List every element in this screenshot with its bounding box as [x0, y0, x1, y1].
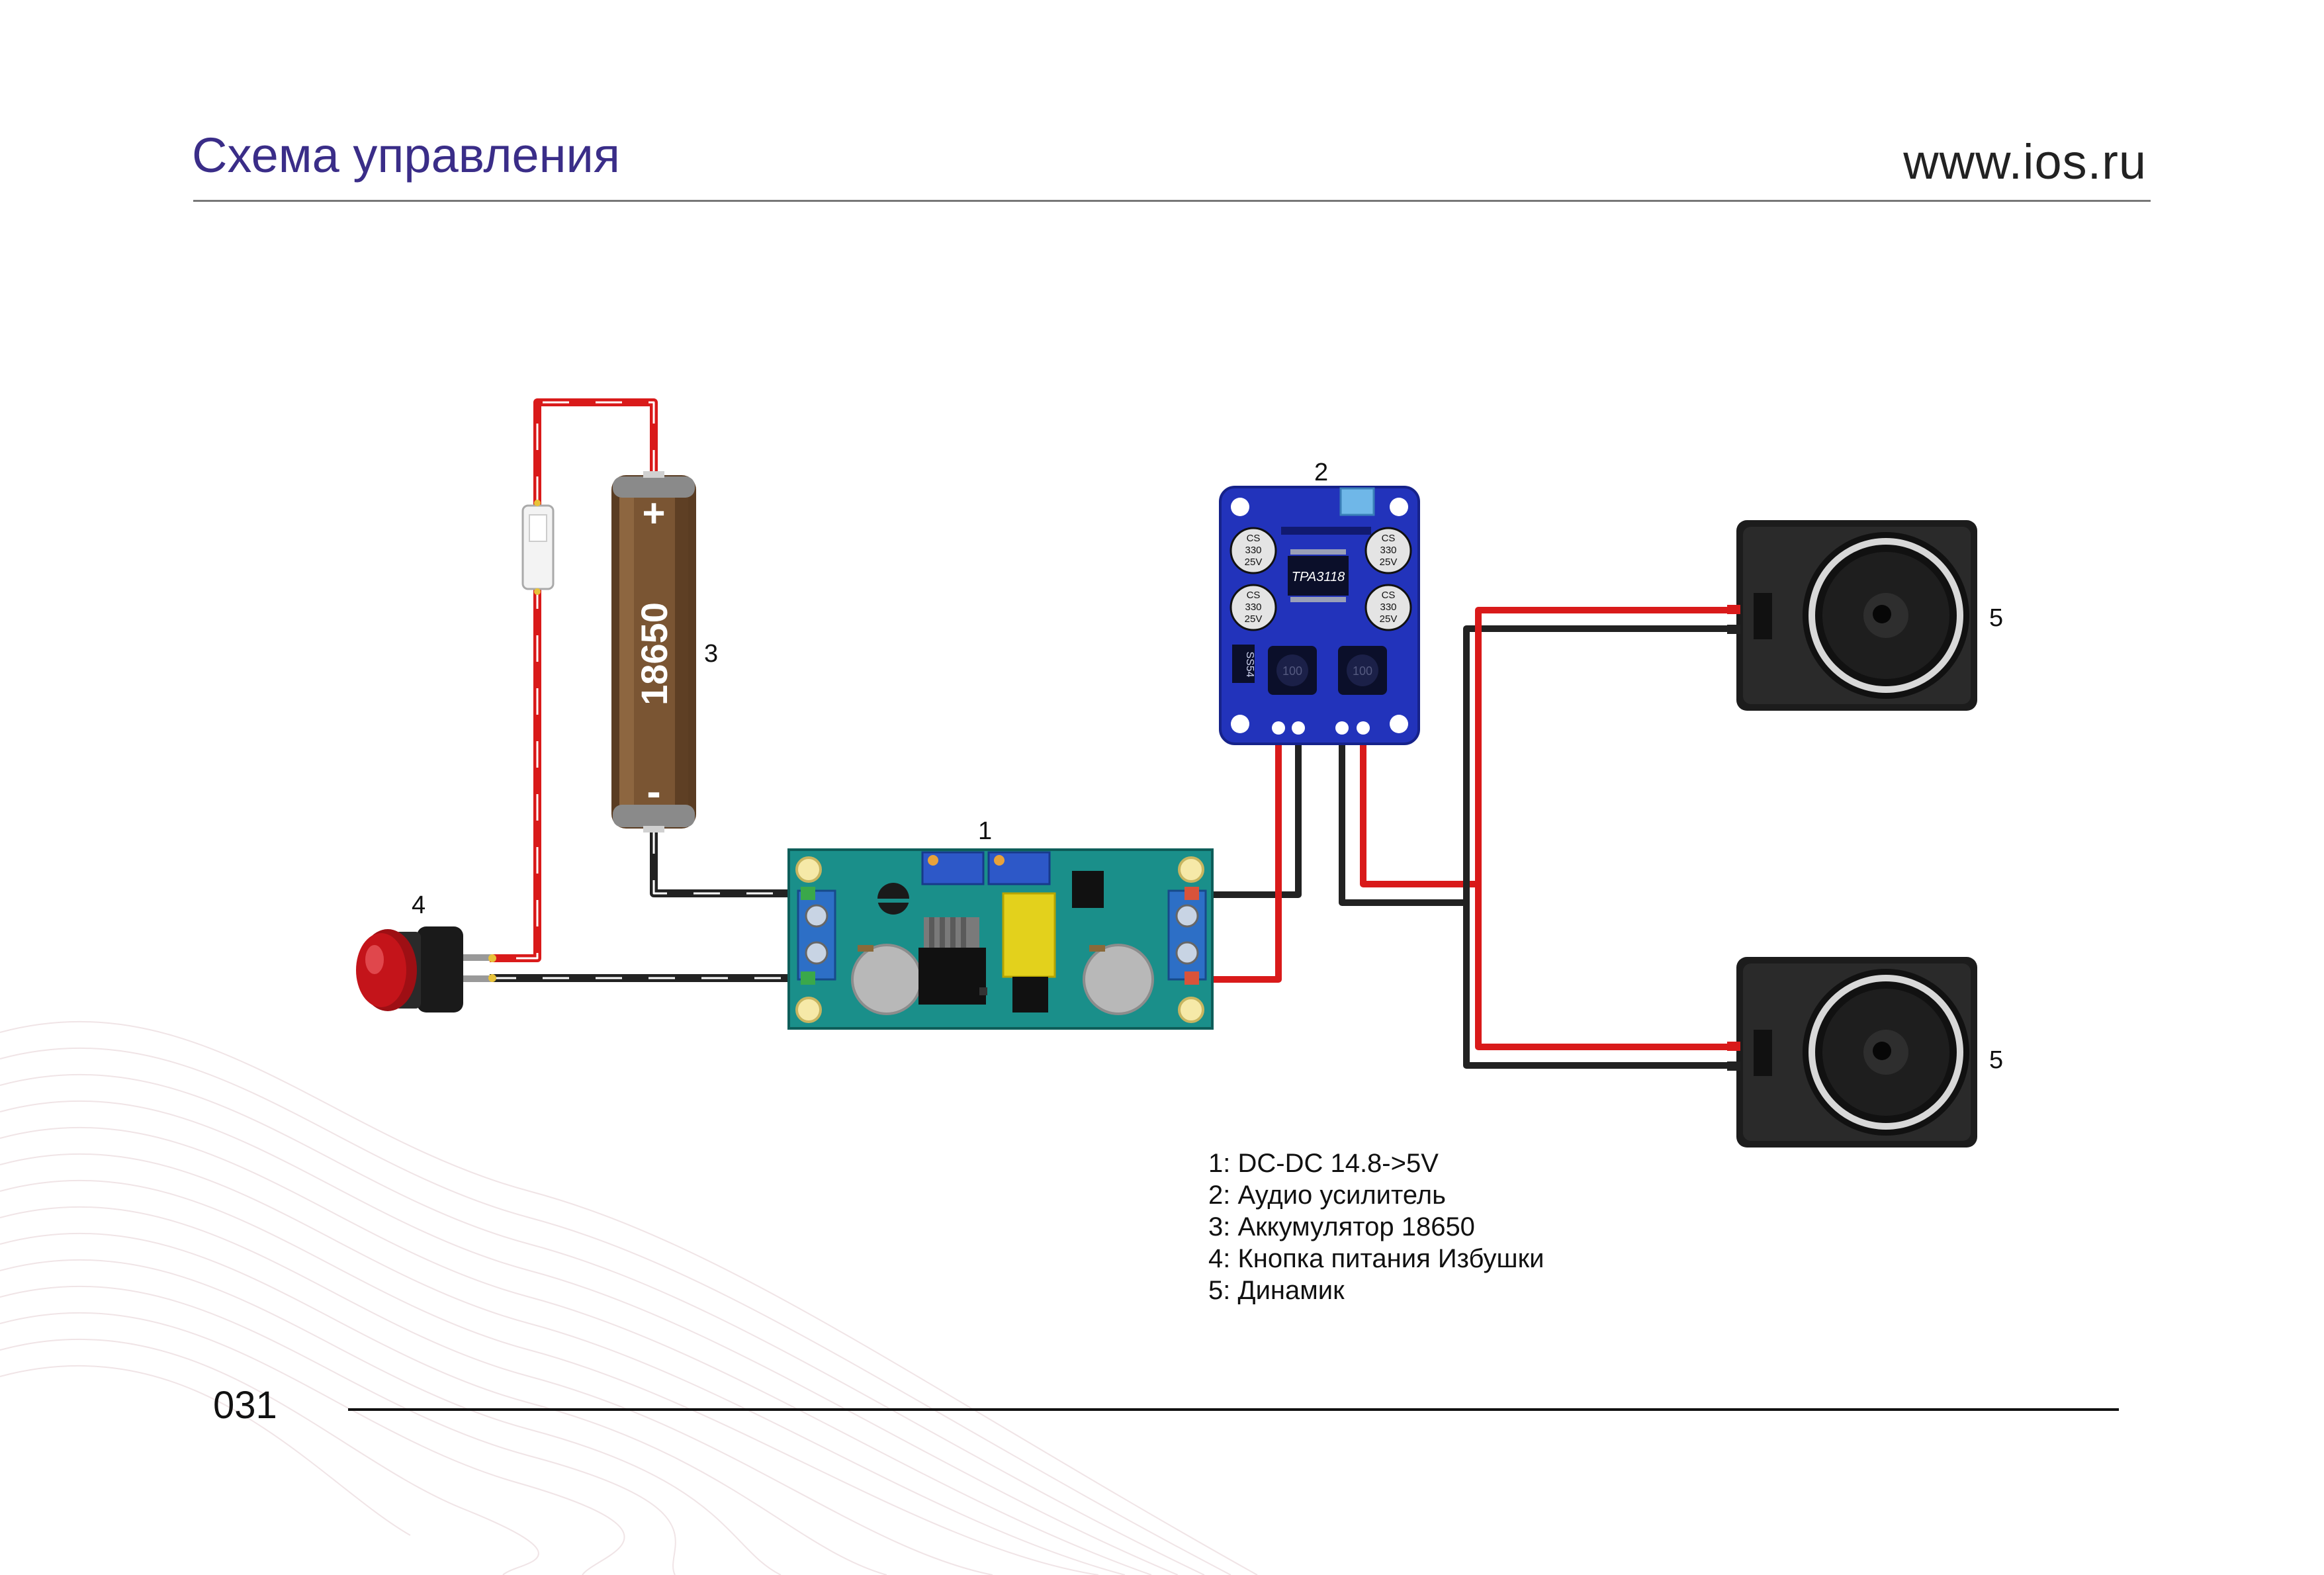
- wire-bus-positive: [1475, 607, 1734, 884]
- wire-battery-minus-to-dcdc: [650, 827, 806, 897]
- amplifier-number: 2: [1314, 459, 1328, 486]
- battery-18650[interactable]: + - 18650: [611, 471, 696, 832]
- wire-amp-out-plus: [1360, 733, 1478, 887]
- legend-item-3: 3: Аккумулятор 18650: [1208, 1212, 1475, 1241]
- button-number: 4: [412, 891, 425, 919]
- amp-capacitor-2: CS 330 25V: [1364, 527, 1412, 574]
- cap4-label-c: 25V: [1380, 613, 1398, 625]
- cap3-label-a: CS: [1247, 590, 1261, 601]
- amp-chip-label: TPA3118: [1292, 570, 1345, 584]
- cap2-label-a: CS: [1382, 533, 1396, 544]
- dcdc-converter[interactable]: [787, 848, 1214, 1030]
- wire-battery-minus-to-dcdc-stripe: [652, 827, 806, 895]
- speaker-bottom[interactable]: [1727, 957, 1977, 1148]
- speaker-top[interactable]: [1727, 520, 1977, 711]
- cap4-label-b: 330: [1380, 602, 1396, 613]
- amp-capacitor-1: CS 330 25V: [1229, 527, 1277, 574]
- legend: 1: DC-DC 14.8->5V 2: Аудио усилитель 3: …: [1208, 1148, 1544, 1306]
- website-url[interactable]: www.ios.ru: [1903, 134, 2147, 189]
- cap3-label-c: 25V: [1245, 613, 1263, 625]
- page-title: Схема управления: [192, 128, 620, 183]
- audio-amplifier[interactable]: CS 330 25V CS 330 25V CS 330 25V CS 330 …: [1219, 486, 1420, 745]
- wire-bus-negative: [1463, 625, 1734, 903]
- battery-number: 3: [704, 640, 718, 668]
- header-divider: [193, 200, 2151, 202]
- wire-dcdc-out-plus-to-amp: [1191, 733, 1282, 983]
- amp-capacitor-3: CS 330 25V: [1229, 584, 1277, 631]
- battery-label: 18650: [633, 602, 675, 705]
- wires: [490, 398, 1734, 1069]
- amp-diode-label: SS54: [1244, 651, 1255, 677]
- inline-connector: [521, 500, 555, 595]
- cap1-label-c: 25V: [1245, 557, 1263, 568]
- battery-plus-sign: +: [642, 491, 665, 535]
- wire-amp-out-minus: [1339, 733, 1466, 906]
- wire-bus-positive-bottom: [1475, 884, 1734, 1050]
- wire-bus-negative-bottom: [1463, 903, 1734, 1069]
- wire-dcdc-out-minus-to-amp: [1191, 733, 1302, 898]
- amp-inductor-label-1: 100: [1282, 664, 1302, 678]
- wire-battery-plus-to-switch-stripe: [490, 401, 655, 960]
- amp-inductor-label-2: 100: [1353, 664, 1372, 678]
- amp-capacitor-4: CS 330 25V: [1364, 584, 1412, 631]
- footer-divider: [348, 1408, 2119, 1411]
- page-number: 031: [213, 1384, 277, 1427]
- speaker-top-number: 5: [1989, 604, 2003, 632]
- cap1-label-a: CS: [1247, 533, 1261, 544]
- cap4-label-a: CS: [1382, 590, 1396, 601]
- cap1-label-b: 330: [1245, 545, 1261, 556]
- cap3-label-b: 330: [1245, 602, 1261, 613]
- legend-item-2: 2: Аудио усилитель: [1208, 1181, 1446, 1210]
- dcdc-number: 1: [978, 817, 992, 845]
- cap2-label-c: 25V: [1380, 557, 1398, 568]
- legend-item-4: 4: Кнопка питания Избушки: [1208, 1244, 1544, 1273]
- battery-minus-sign: -: [647, 768, 660, 815]
- legend-item-5: 5: Динамик: [1208, 1276, 1345, 1305]
- power-button[interactable]: [356, 926, 496, 1012]
- legend-item-1: 1: DC-DC 14.8->5V: [1208, 1149, 1439, 1178]
- cap2-label-b: 330: [1380, 545, 1396, 556]
- speaker-bottom-number: 5: [1989, 1046, 2003, 1074]
